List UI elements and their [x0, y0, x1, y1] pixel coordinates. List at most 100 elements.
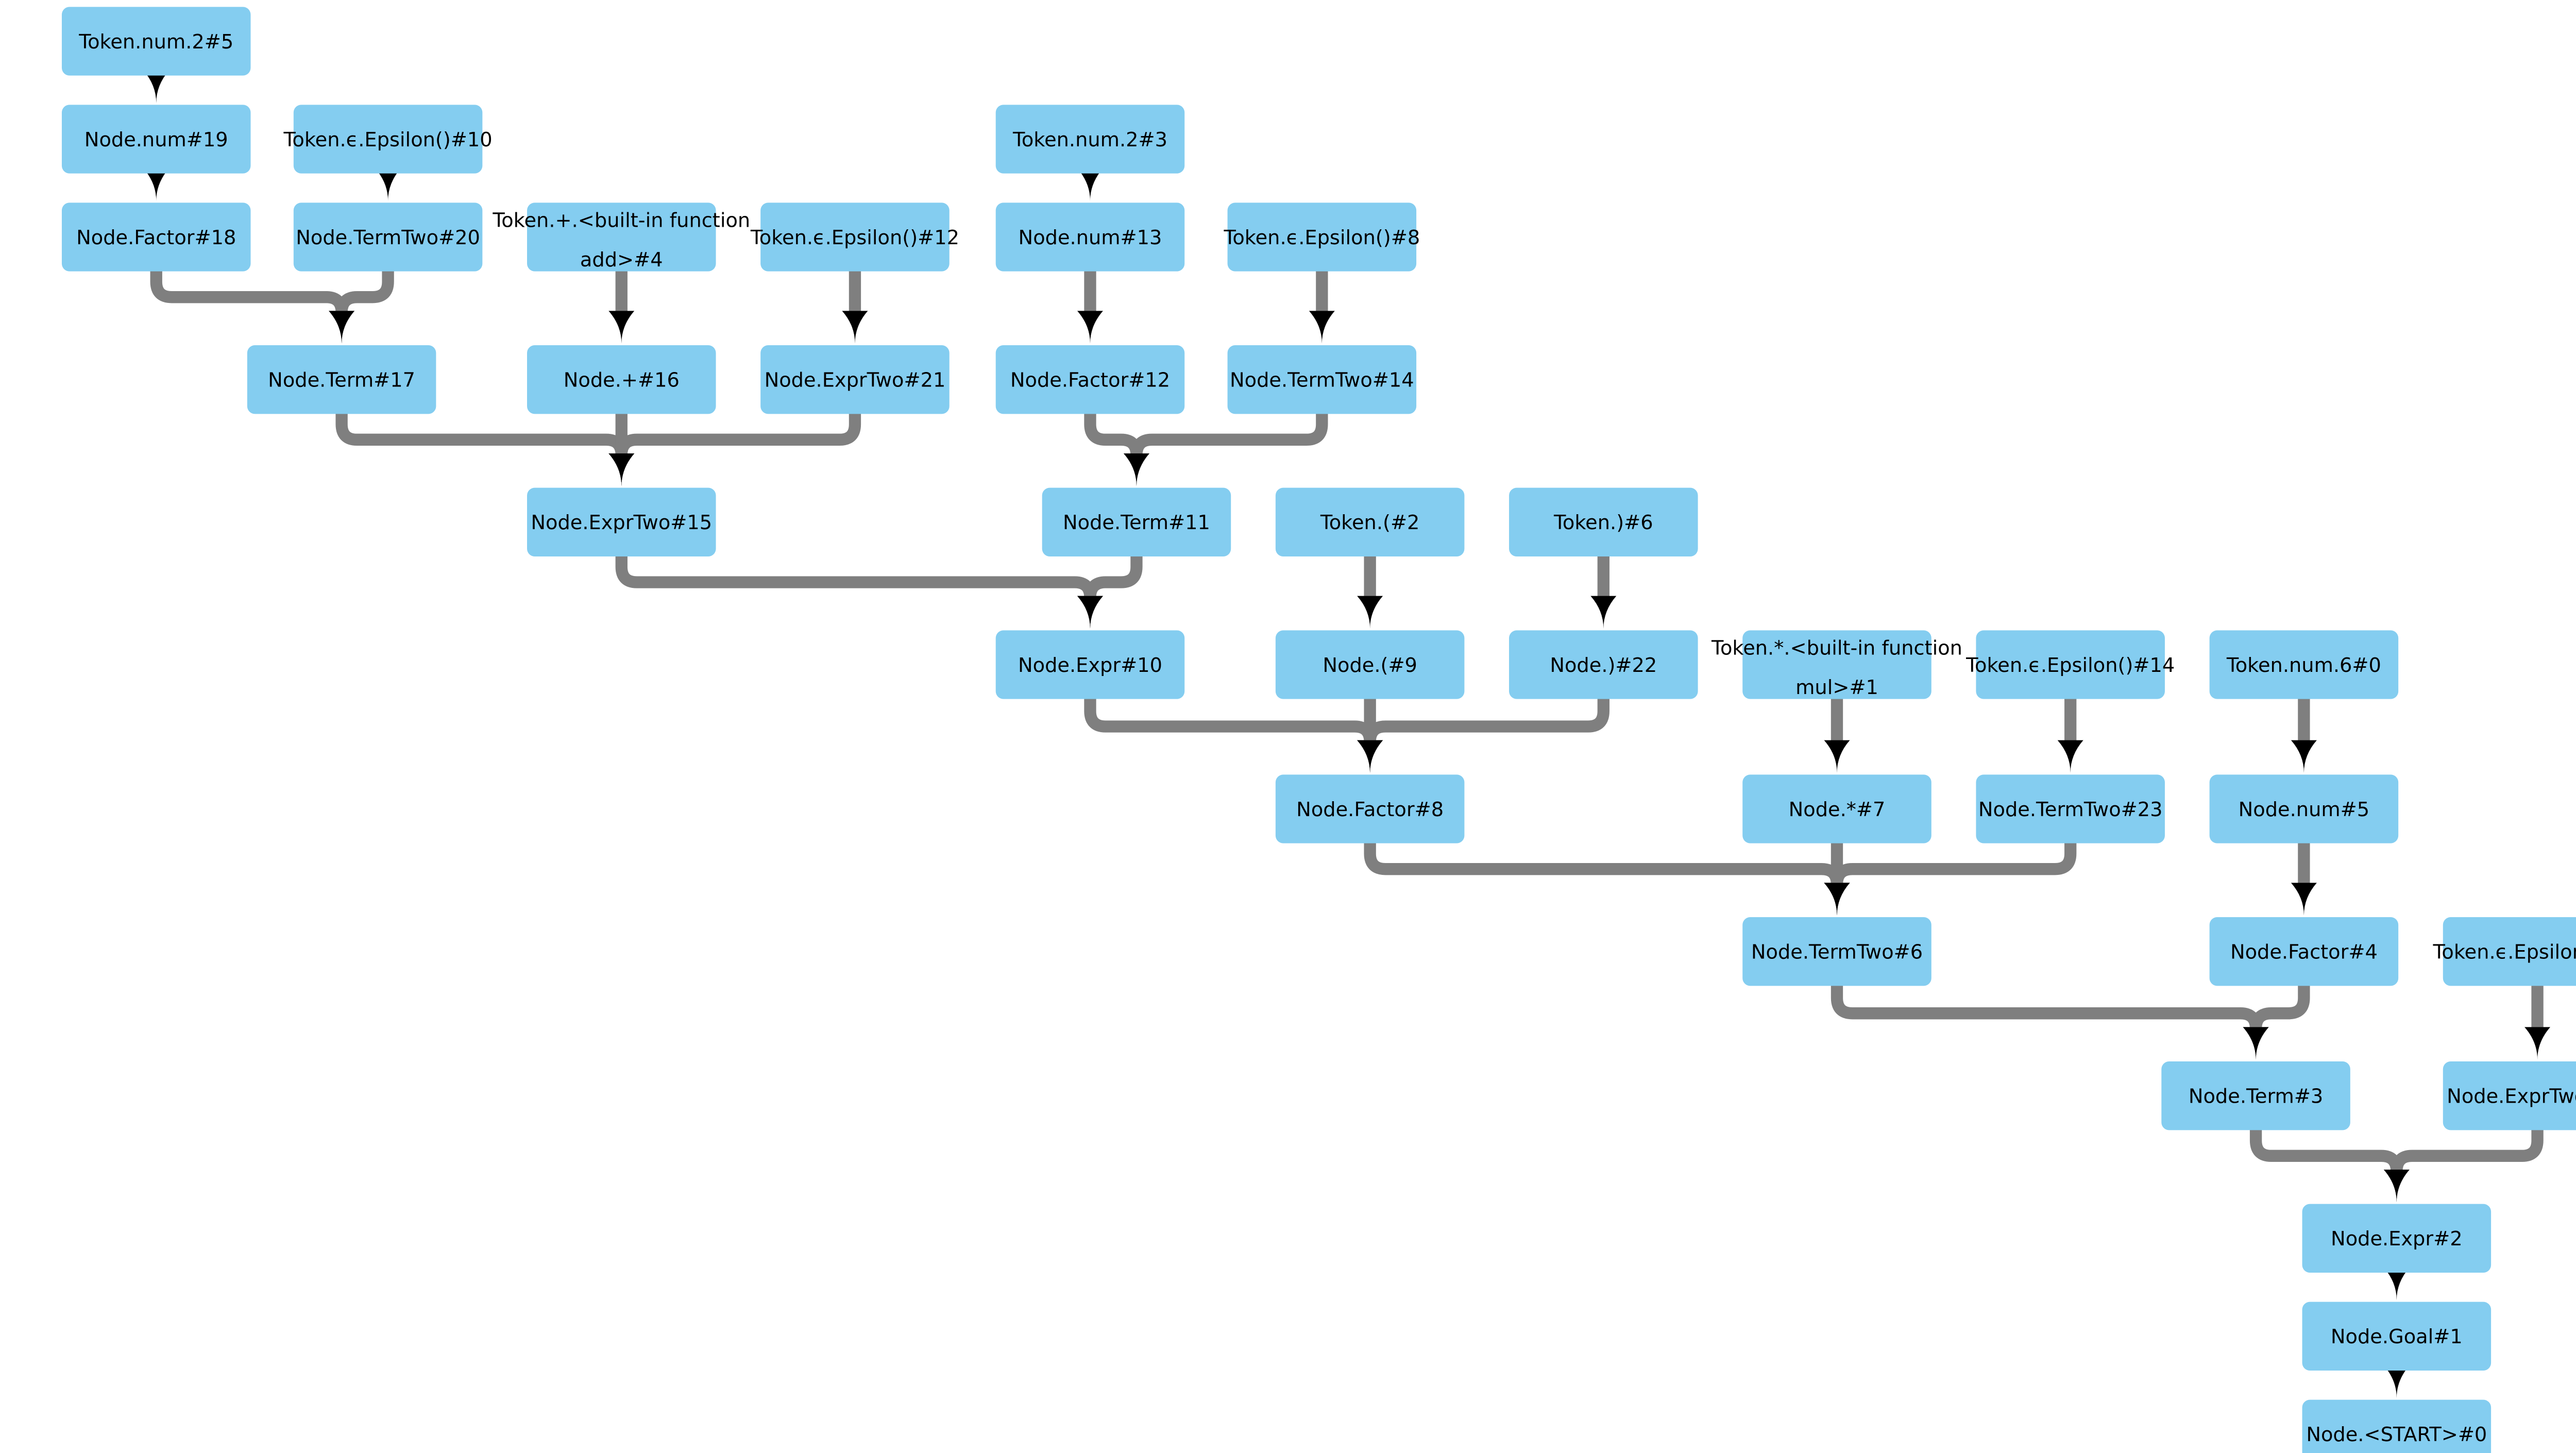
- edge-arrowhead: [1077, 168, 1103, 201]
- node-box[interactable]: [527, 345, 716, 414]
- node-label: Token.)#6: [1553, 511, 1653, 534]
- node-box[interactable]: [1227, 345, 1417, 414]
- graph-node[interactable]: Node.TermTwo#14: [1227, 345, 1417, 414]
- node-box[interactable]: [61, 202, 251, 272]
- node-box[interactable]: [2443, 1061, 2576, 1130]
- graph-node[interactable]: Node.TermTwo#23: [1976, 774, 2165, 843]
- graph-node[interactable]: Node.num#5: [2209, 774, 2399, 843]
- graph-node[interactable]: Node.ExprTwo#21: [760, 345, 950, 414]
- node-label: Node.num#13: [1019, 226, 1162, 249]
- node-label: Token.num.2#5: [78, 30, 233, 54]
- graph-node[interactable]: Node.Expr#2: [2302, 1204, 2492, 1273]
- node-label: mul>#1: [1795, 676, 1878, 699]
- node-box[interactable]: [1976, 630, 2165, 699]
- node-label: Node.Expr#2: [2331, 1227, 2463, 1251]
- graph-node[interactable]: Node.Goal#1: [2302, 1302, 2492, 1371]
- node-box[interactable]: [61, 7, 251, 76]
- graph-node[interactable]: Node.num#13: [995, 202, 1185, 272]
- node-box[interactable]: [247, 345, 436, 414]
- node-box[interactable]: [293, 202, 483, 272]
- node-box[interactable]: [293, 105, 483, 174]
- node-label: Token.*.<built-in function: [1711, 636, 1962, 660]
- edge-arrowhead: [2291, 740, 2317, 773]
- node-label: Node.Term#17: [268, 368, 415, 392]
- node-box[interactable]: [1976, 774, 2165, 843]
- graph-node[interactable]: Node.ExprTwo#15: [527, 487, 716, 556]
- node-box[interactable]: [1509, 630, 1698, 699]
- node-box[interactable]: [1509, 487, 1698, 556]
- node-label: Node.Factor#8: [1296, 798, 1444, 821]
- node-box[interactable]: [2302, 1302, 2492, 1371]
- node-label: Node.Factor#18: [76, 226, 236, 249]
- node-label: Token.ϵ.Epsilon()#8: [1223, 226, 1420, 249]
- node-box[interactable]: [527, 202, 716, 272]
- node-label: Node.TermTwo#14: [1230, 368, 1414, 392]
- graph-node[interactable]: Token.ϵ.Epsilon()#12: [750, 202, 959, 272]
- node-label: Token.ϵ.Epsilon()#14: [1965, 654, 2175, 677]
- node-box[interactable]: [760, 345, 950, 414]
- graph-node[interactable]: Token.num.6#0: [2209, 630, 2399, 699]
- edge: [1084, 550, 1143, 606]
- graph-node[interactable]: Node.num#19: [61, 105, 251, 174]
- graph-node[interactable]: Node.Factor#8: [1275, 774, 1465, 843]
- edge-arrowhead: [2524, 1027, 2551, 1060]
- node-box[interactable]: [760, 202, 950, 272]
- node-box[interactable]: [61, 105, 251, 174]
- graph-node[interactable]: Node.Factor#18: [61, 202, 251, 272]
- node-label: Node.Factor#12: [1010, 368, 1170, 392]
- node-box[interactable]: [1742, 917, 1931, 986]
- node-box[interactable]: [995, 105, 1185, 174]
- graph-node[interactable]: Node.(#9: [1275, 630, 1465, 699]
- graph-node[interactable]: Node.TermTwo#20: [293, 202, 483, 272]
- graph-node[interactable]: Token.ϵ.Epsilon()#10: [283, 105, 493, 174]
- node-box[interactable]: [1227, 202, 1417, 272]
- node-box[interactable]: [2161, 1061, 2350, 1130]
- node-box[interactable]: [527, 487, 716, 556]
- node-label: Node.ExprTwo#21: [765, 368, 946, 392]
- edge-arrowhead: [608, 453, 635, 486]
- graph-node[interactable]: Node.)#22: [1509, 630, 1698, 699]
- node-box[interactable]: [995, 630, 1185, 699]
- graph-node[interactable]: Node.Factor#4: [2209, 917, 2399, 986]
- graph-node[interactable]: Token.)#6: [1509, 487, 1698, 556]
- node-label: Node.Expr#10: [1018, 654, 1162, 677]
- graph-node[interactable]: Node.+#16: [527, 345, 716, 414]
- node-box[interactable]: [2443, 917, 2576, 986]
- graph-node[interactable]: Node.TermTwo#6: [1742, 917, 1931, 986]
- graph-node[interactable]: Node.Term#11: [1042, 487, 1231, 556]
- node-box[interactable]: [995, 345, 1185, 414]
- graph-node[interactable]: Node.<START>#0: [2302, 1399, 2492, 1453]
- graph-node[interactable]: Token.ϵ.Epsilon()#16: [2433, 917, 2576, 986]
- graph-node[interactable]: Node.ExprTwo#24: [2443, 1061, 2576, 1130]
- edge-arrowhead: [143, 70, 170, 103]
- graph-node[interactable]: Node.Term#17: [247, 345, 436, 414]
- node-box[interactable]: [1742, 774, 1931, 843]
- node-box[interactable]: [995, 202, 1185, 272]
- graph-node[interactable]: Token.num.2#3: [995, 105, 1185, 174]
- graph-node[interactable]: Node.Expr#10: [995, 630, 1185, 699]
- node-box[interactable]: [1275, 630, 1465, 699]
- graph-node[interactable]: Node.Term#3: [2161, 1061, 2350, 1130]
- graph-node[interactable]: Token.(#2: [1275, 487, 1465, 556]
- node-box[interactable]: [2209, 917, 2399, 986]
- node-box[interactable]: [1275, 487, 1465, 556]
- edge: [615, 550, 1096, 606]
- node-box[interactable]: [2302, 1399, 2492, 1453]
- graph-node[interactable]: Token.ϵ.Epsilon()#14: [1965, 630, 2175, 699]
- graph-node[interactable]: Token.ϵ.Epsilon()#8: [1223, 202, 1420, 272]
- edge: [1130, 408, 1328, 463]
- node-box[interactable]: [2302, 1204, 2492, 1273]
- graph-node[interactable]: Node.*#7: [1742, 774, 1931, 843]
- node-box[interactable]: [2209, 630, 2399, 699]
- graph-node[interactable]: Token.*.<built-in function mul>#1: [1711, 630, 1962, 699]
- node-box[interactable]: [1742, 630, 1931, 699]
- graph-node[interactable]: Node.Factor#12: [995, 345, 1185, 414]
- node-box[interactable]: [2209, 774, 2399, 843]
- graph-node[interactable]: Token.num.2#5: [61, 7, 251, 76]
- node-label: Token.+.<built-in function: [492, 209, 750, 232]
- node-box[interactable]: [1042, 487, 1231, 556]
- node-box[interactable]: [1275, 774, 1465, 843]
